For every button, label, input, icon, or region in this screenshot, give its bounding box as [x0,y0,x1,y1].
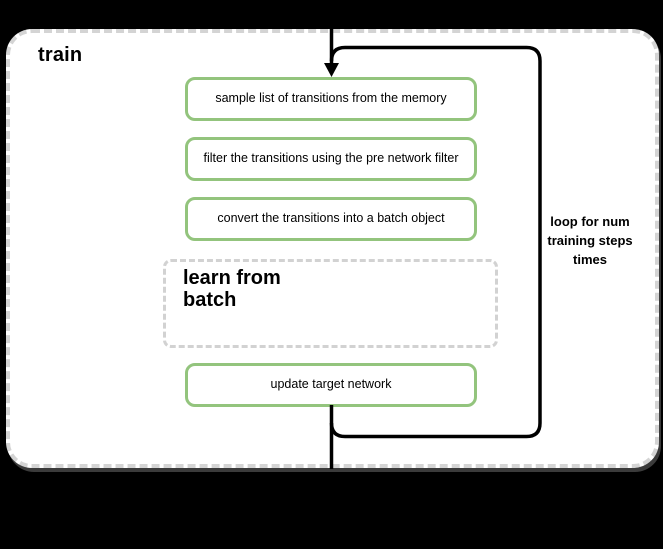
step-update-target-network: update target network [185,363,477,407]
step-convert-batch: convert the transitions into a batch obj… [185,197,477,241]
learn-from-batch-label: learn from batch [183,267,281,311]
learn-from-batch-group: learn from batch [163,259,498,348]
train-title: train [38,44,83,66]
step-filter-transitions: filter the transitions using the pre net… [185,137,477,181]
loop-annotation: loop for num training steps times [547,214,633,267]
step-sample-transitions: sample list of transitions from the memo… [185,77,477,121]
